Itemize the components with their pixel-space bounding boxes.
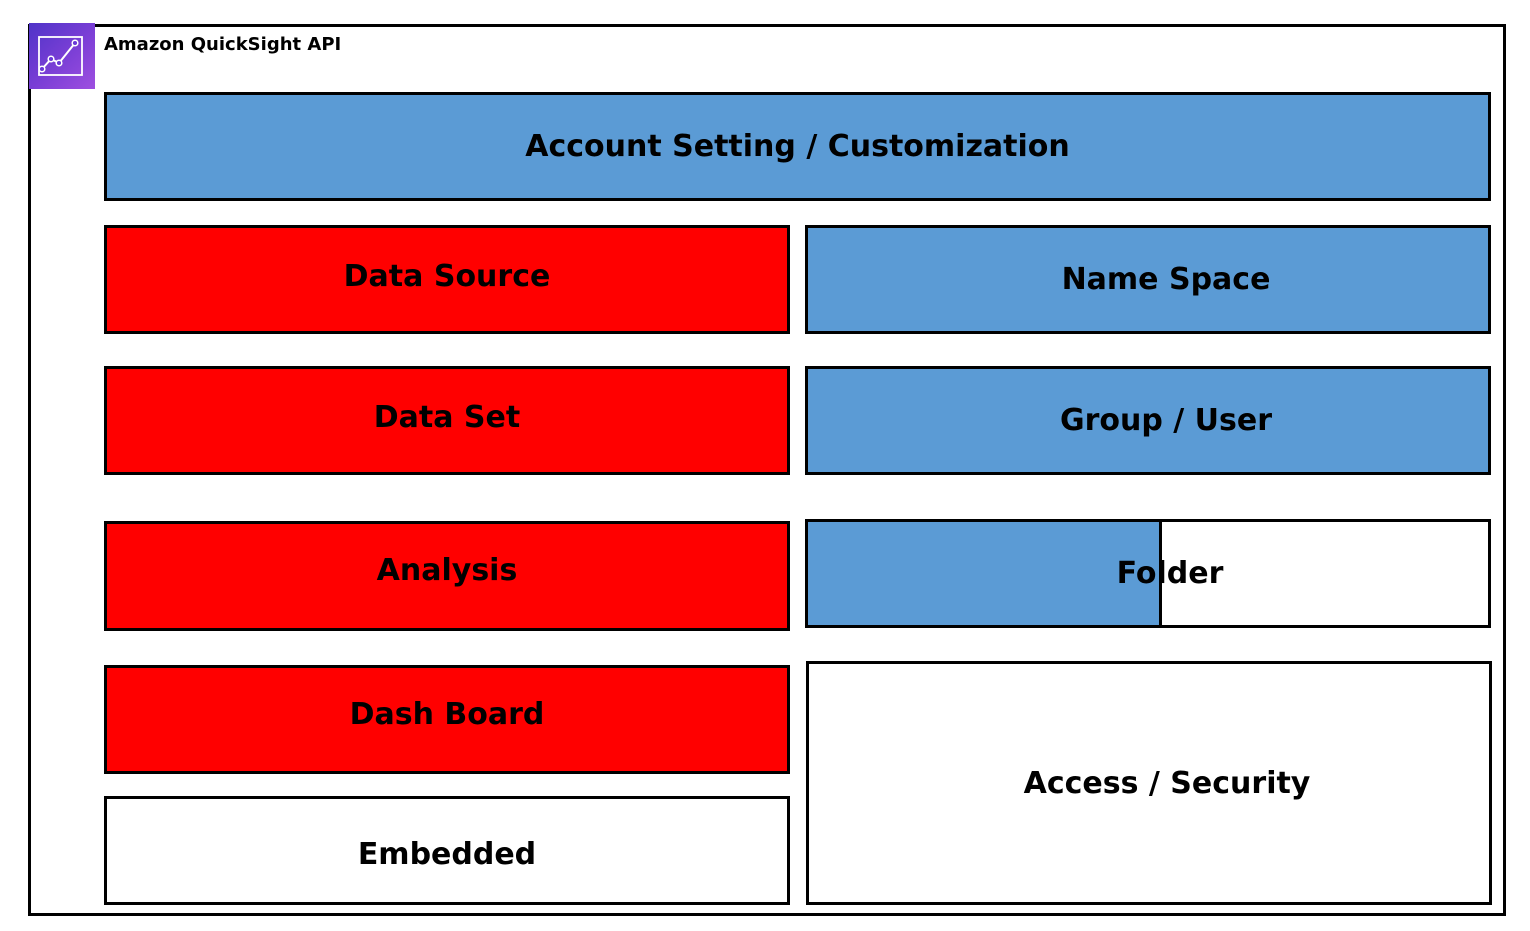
- name-space-box: Name Space: [805, 225, 1491, 334]
- analysis-label: Analysis: [376, 552, 518, 588]
- diagram-title: Amazon QuickSight API: [104, 34, 342, 55]
- name-space-label: Name Space: [1061, 262, 1271, 297]
- diagram-frame: [28, 24, 1506, 916]
- folder-label-wrap: Folder: [805, 519, 1491, 628]
- analysis-box: Analysis: [104, 521, 790, 631]
- data-set-box: Data Set: [104, 366, 790, 475]
- data-source-label: Data Source: [343, 259, 551, 294]
- folder-partial-fill: [805, 519, 1162, 628]
- dash-board-box: Dash Board: [104, 665, 790, 774]
- embedded-box: Embedded: [104, 796, 790, 905]
- folder-label: Folder: [1116, 556, 1224, 591]
- account-setting-label: Account Setting / Customization: [525, 129, 1070, 164]
- access-security-box: Access / Security: [806, 661, 1492, 905]
- account-setting-box: Account Setting / Customization: [104, 92, 1491, 201]
- access-security-label: Access / Security: [1023, 765, 1311, 801]
- embedded-label: Embedded: [357, 837, 537, 872]
- data-source-box: Data Source: [104, 225, 790, 334]
- group-user-label: Group / User: [1059, 403, 1273, 438]
- data-set-label: Data Set: [373, 400, 521, 435]
- quicksight-logo-icon: [29, 23, 95, 89]
- dash-board-label: Dash Board: [349, 697, 545, 732]
- group-user-box: Group / User: [805, 366, 1491, 475]
